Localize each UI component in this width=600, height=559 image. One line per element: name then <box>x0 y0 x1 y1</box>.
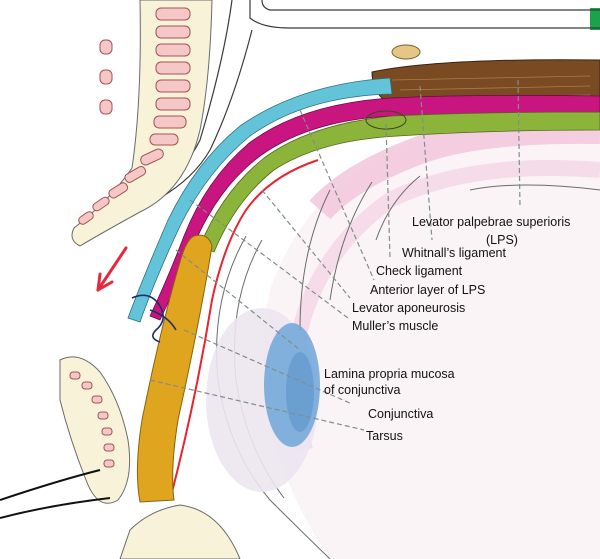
label-muller-muscle: Muller’s muscle <box>352 319 438 333</box>
label-check-ligament: Check ligament <box>376 264 463 278</box>
label-whitnall-ligament: Whitnall’s ligament <box>402 246 507 260</box>
label-anterior-layer-lps: Anterior layer of LPS <box>370 283 485 297</box>
label-lamina-propria: Lamina propria mucosa <box>324 367 455 381</box>
label-levator-aponeurosis: Levator aponeurosis <box>352 301 465 315</box>
corner-tag <box>590 8 600 30</box>
label-lps-abbrev: (LPS) <box>486 233 518 247</box>
anterior-layer-of-lps <box>127 77 393 323</box>
label-tarsus: Tarsus <box>366 429 403 443</box>
label-lamina-propria-2: of conjunctiva <box>324 383 400 397</box>
orbital-bone-outline <box>147 0 600 199</box>
fat-pad <box>391 44 421 60</box>
suture <box>131 294 177 343</box>
leader-lines <box>149 79 521 431</box>
label-lps: Levator palpebrae superioris <box>412 215 570 229</box>
labels: Levator palpebrae superioris (LPS) Whitn… <box>324 215 570 443</box>
tarsus <box>136 234 213 503</box>
brow-bone <box>71 0 213 247</box>
lower-lid <box>0 356 241 559</box>
direction-arrow <box>96 246 128 292</box>
conjunctiva-line <box>169 159 319 501</box>
label-conjunctiva: Conjunctiva <box>368 407 433 421</box>
